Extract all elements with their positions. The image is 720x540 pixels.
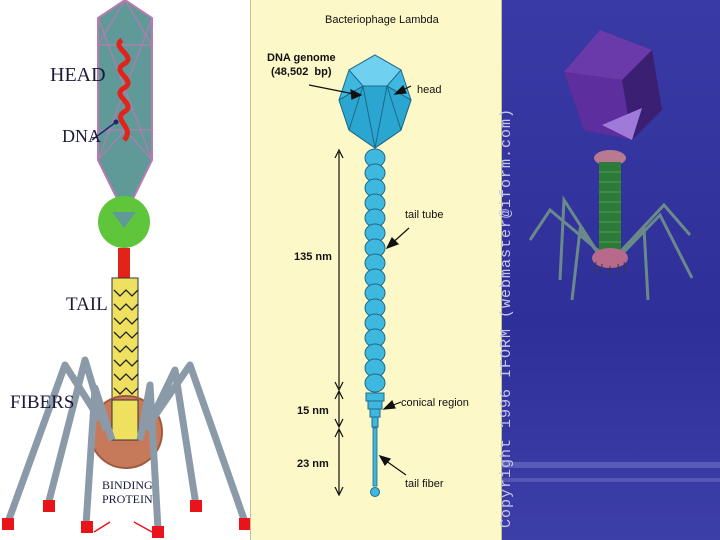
- rendered-base-plate: [592, 248, 628, 268]
- label-dna-size: (48,502 bp): [271, 66, 332, 78]
- label-dna-genome: DNA genome: [267, 52, 336, 64]
- dim-fiber: 23 nm: [297, 458, 329, 470]
- rendered-phage-panel: Copyright 1996 IFORM (webmaster@iform.co…: [498, 0, 720, 540]
- dim-tube: 135 nm: [294, 251, 332, 263]
- label-tail: TAIL: [66, 294, 108, 315]
- label-binding-line1: BINDING: [102, 478, 153, 492]
- label-tail-fiber: tail fiber: [405, 478, 444, 490]
- dimension-lines: [334, 148, 344, 497]
- lambda-diagram-panel: Bacteriophage Lambda DNA genome (48,502 …: [250, 0, 502, 540]
- lambda-head: [338, 54, 412, 149]
- label-binding-line2: PROTEIN: [102, 492, 153, 506]
- rendered-tail: [599, 162, 621, 254]
- label-tail-tube: tail tube: [405, 209, 444, 221]
- conical-region-shape: [365, 392, 385, 428]
- dna-coil: [116, 37, 131, 142]
- label-head-mid: head: [417, 84, 442, 96]
- label-head: HEAD: [50, 64, 106, 86]
- label-fibers: FIBERS: [10, 392, 75, 413]
- rendered-head: [564, 30, 662, 140]
- label-dna: DNA: [62, 126, 101, 146]
- rendered-legs: [528, 195, 694, 301]
- tail-fibers: [4, 356, 249, 531]
- label-conical-region: conical region: [401, 397, 469, 409]
- tail-fiber-shape: [372, 427, 378, 487]
- left-phage-diagram: [2, 0, 250, 538]
- dim-conical: 15 nm: [297, 405, 329, 417]
- tail-tube-rings: [364, 148, 386, 393]
- binding-proteins: [2, 500, 250, 538]
- label-binding-protein: BINDING PROTEIN: [102, 478, 153, 506]
- left-phage-panel: HEAD DNA TAIL FIBERS BINDING PROTEIN: [0, 0, 250, 540]
- copyright-text: Copyright 1996 IFORM (webmaster@iform.co…: [498, 107, 515, 528]
- lambda-diagram: [308, 54, 412, 497]
- pointer-arrows: [308, 84, 412, 476]
- rendered-phage: [502, 30, 720, 482]
- diagram-title: Bacteriophage Lambda: [325, 14, 439, 26]
